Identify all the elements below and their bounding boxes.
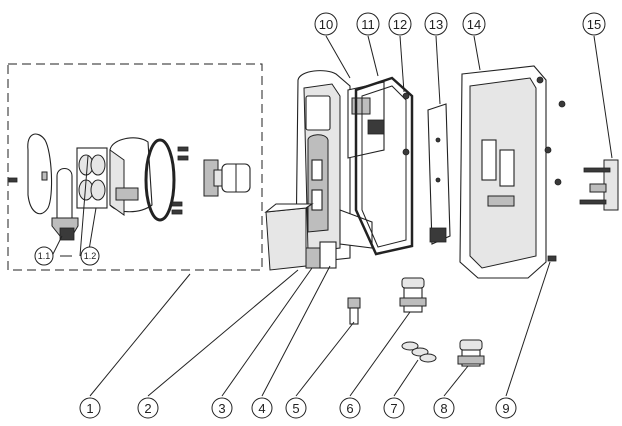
small-pin: [41, 171, 48, 181]
panel-slot-1: [311, 159, 323, 181]
front-panel-assembly: [264, 70, 373, 271]
o-ring-gasket: [144, 138, 176, 222]
callout-7: 7: [383, 397, 405, 419]
svg-text:9: 9: [502, 401, 509, 416]
mounting-plate: [427, 103, 451, 245]
housing-screw-3: [171, 201, 183, 207]
cable-gland-nut: [399, 297, 427, 307]
panel-flange: [339, 209, 373, 249]
large-gland-cap: [459, 339, 483, 351]
svg-text:3: 3: [218, 401, 225, 416]
circuit-board-assembly: [347, 81, 385, 159]
rear-screw-4: [554, 178, 562, 186]
svg-text:10: 10: [319, 17, 333, 32]
bracket-bolt-1: [583, 167, 611, 173]
housing-screw-4: [171, 209, 183, 215]
keypad-recess: [307, 134, 329, 233]
plate-hole-2: [435, 177, 441, 183]
rear-screw-1: [536, 76, 544, 84]
cover-screw: [8, 177, 18, 183]
callout-2: 2: [137, 397, 159, 419]
cable-gland-cap: [401, 277, 425, 289]
svg-text:14: 14: [467, 17, 481, 32]
housing-lug: [115, 187, 139, 201]
housing-boss-1: [481, 139, 497, 181]
housing-screw-2: [177, 155, 189, 161]
large-gland-nut: [457, 355, 485, 365]
callout-12: 12: [388, 12, 412, 36]
callout-4: 4: [251, 397, 273, 419]
bottom-seal: [305, 247, 321, 269]
plate-terminal: [429, 227, 447, 243]
base-plate: [319, 241, 337, 269]
rear-screw-3: [544, 146, 552, 154]
svg-text:2: 2: [144, 401, 151, 416]
side-cover: [265, 207, 307, 271]
board-chip: [351, 97, 371, 115]
callouts: 1 2 3 4 5 6 7 8: [34, 12, 606, 419]
subassembly-dashed-frame: [7, 63, 263, 271]
callout-14: 14: [462, 12, 486, 36]
callout-1: 1: [79, 397, 101, 419]
small-fittings: [347, 255, 557, 367]
svg-text:1.1: 1.1: [38, 251, 51, 261]
housing-boss-2: [499, 149, 515, 187]
callout-5: 5: [285, 397, 307, 419]
callout-3: 3: [211, 397, 233, 419]
display-window: [305, 95, 331, 131]
svg-text:7: 7: [390, 401, 397, 416]
svg-text:1: 1: [86, 401, 93, 416]
washer-2: [411, 347, 429, 357]
wall-bracket: [579, 159, 619, 211]
rear-housing: [459, 65, 566, 279]
callout-9: 9: [495, 397, 517, 419]
plate-hole-1: [435, 137, 441, 143]
callout-8: 8: [433, 397, 455, 419]
gasket-screw-1: [402, 92, 410, 100]
housing-rib: [487, 195, 515, 207]
svg-text:12: 12: [393, 17, 407, 32]
svg-text:11: 11: [361, 17, 375, 32]
callout-1-1: 1.1: [34, 246, 54, 266]
roller-b: [90, 154, 106, 176]
tube-connector: [59, 227, 75, 241]
svg-text:4: 4: [258, 401, 265, 416]
callout-10: 10: [314, 12, 338, 36]
callout-11: 11: [356, 12, 380, 36]
washer-3: [419, 353, 437, 363]
pump-head-subassembly: [7, 63, 263, 271]
washer-1: [401, 341, 419, 351]
callout-1-2: 1.2: [80, 246, 100, 266]
side-cover-face: [264, 203, 314, 213]
bracket-nut: [589, 183, 607, 193]
leader-lines: [51, 35, 613, 397]
panel-gasket-inner: [361, 85, 407, 248]
board-connector: [367, 119, 385, 135]
callout-6: 6: [339, 397, 361, 419]
mounting-screw: [547, 255, 557, 262]
svg-text:13: 13: [429, 17, 443, 32]
svg-text:6: 6: [346, 401, 353, 416]
housing-screw-1: [177, 146, 189, 152]
gasket-screw-2: [402, 148, 410, 156]
front-cover-plate: [27, 133, 53, 215]
sensor-fitting-body: [349, 307, 359, 325]
roller-d: [90, 179, 106, 201]
callout-15: 15: [582, 12, 606, 36]
svg-text:8: 8: [440, 401, 447, 416]
sensor-fitting-head: [347, 297, 361, 309]
pump-housing-side: [109, 149, 125, 216]
svg-text:15: 15: [587, 17, 601, 32]
callout-13: 13: [424, 12, 448, 36]
svg-text:1.2: 1.2: [84, 251, 97, 261]
rear-screw-2: [558, 100, 566, 108]
bracket-bolt-2: [579, 199, 607, 205]
svg-text:5: 5: [292, 401, 299, 416]
panel-slot-2: [311, 189, 323, 211]
panel-gasket: [354, 76, 414, 256]
